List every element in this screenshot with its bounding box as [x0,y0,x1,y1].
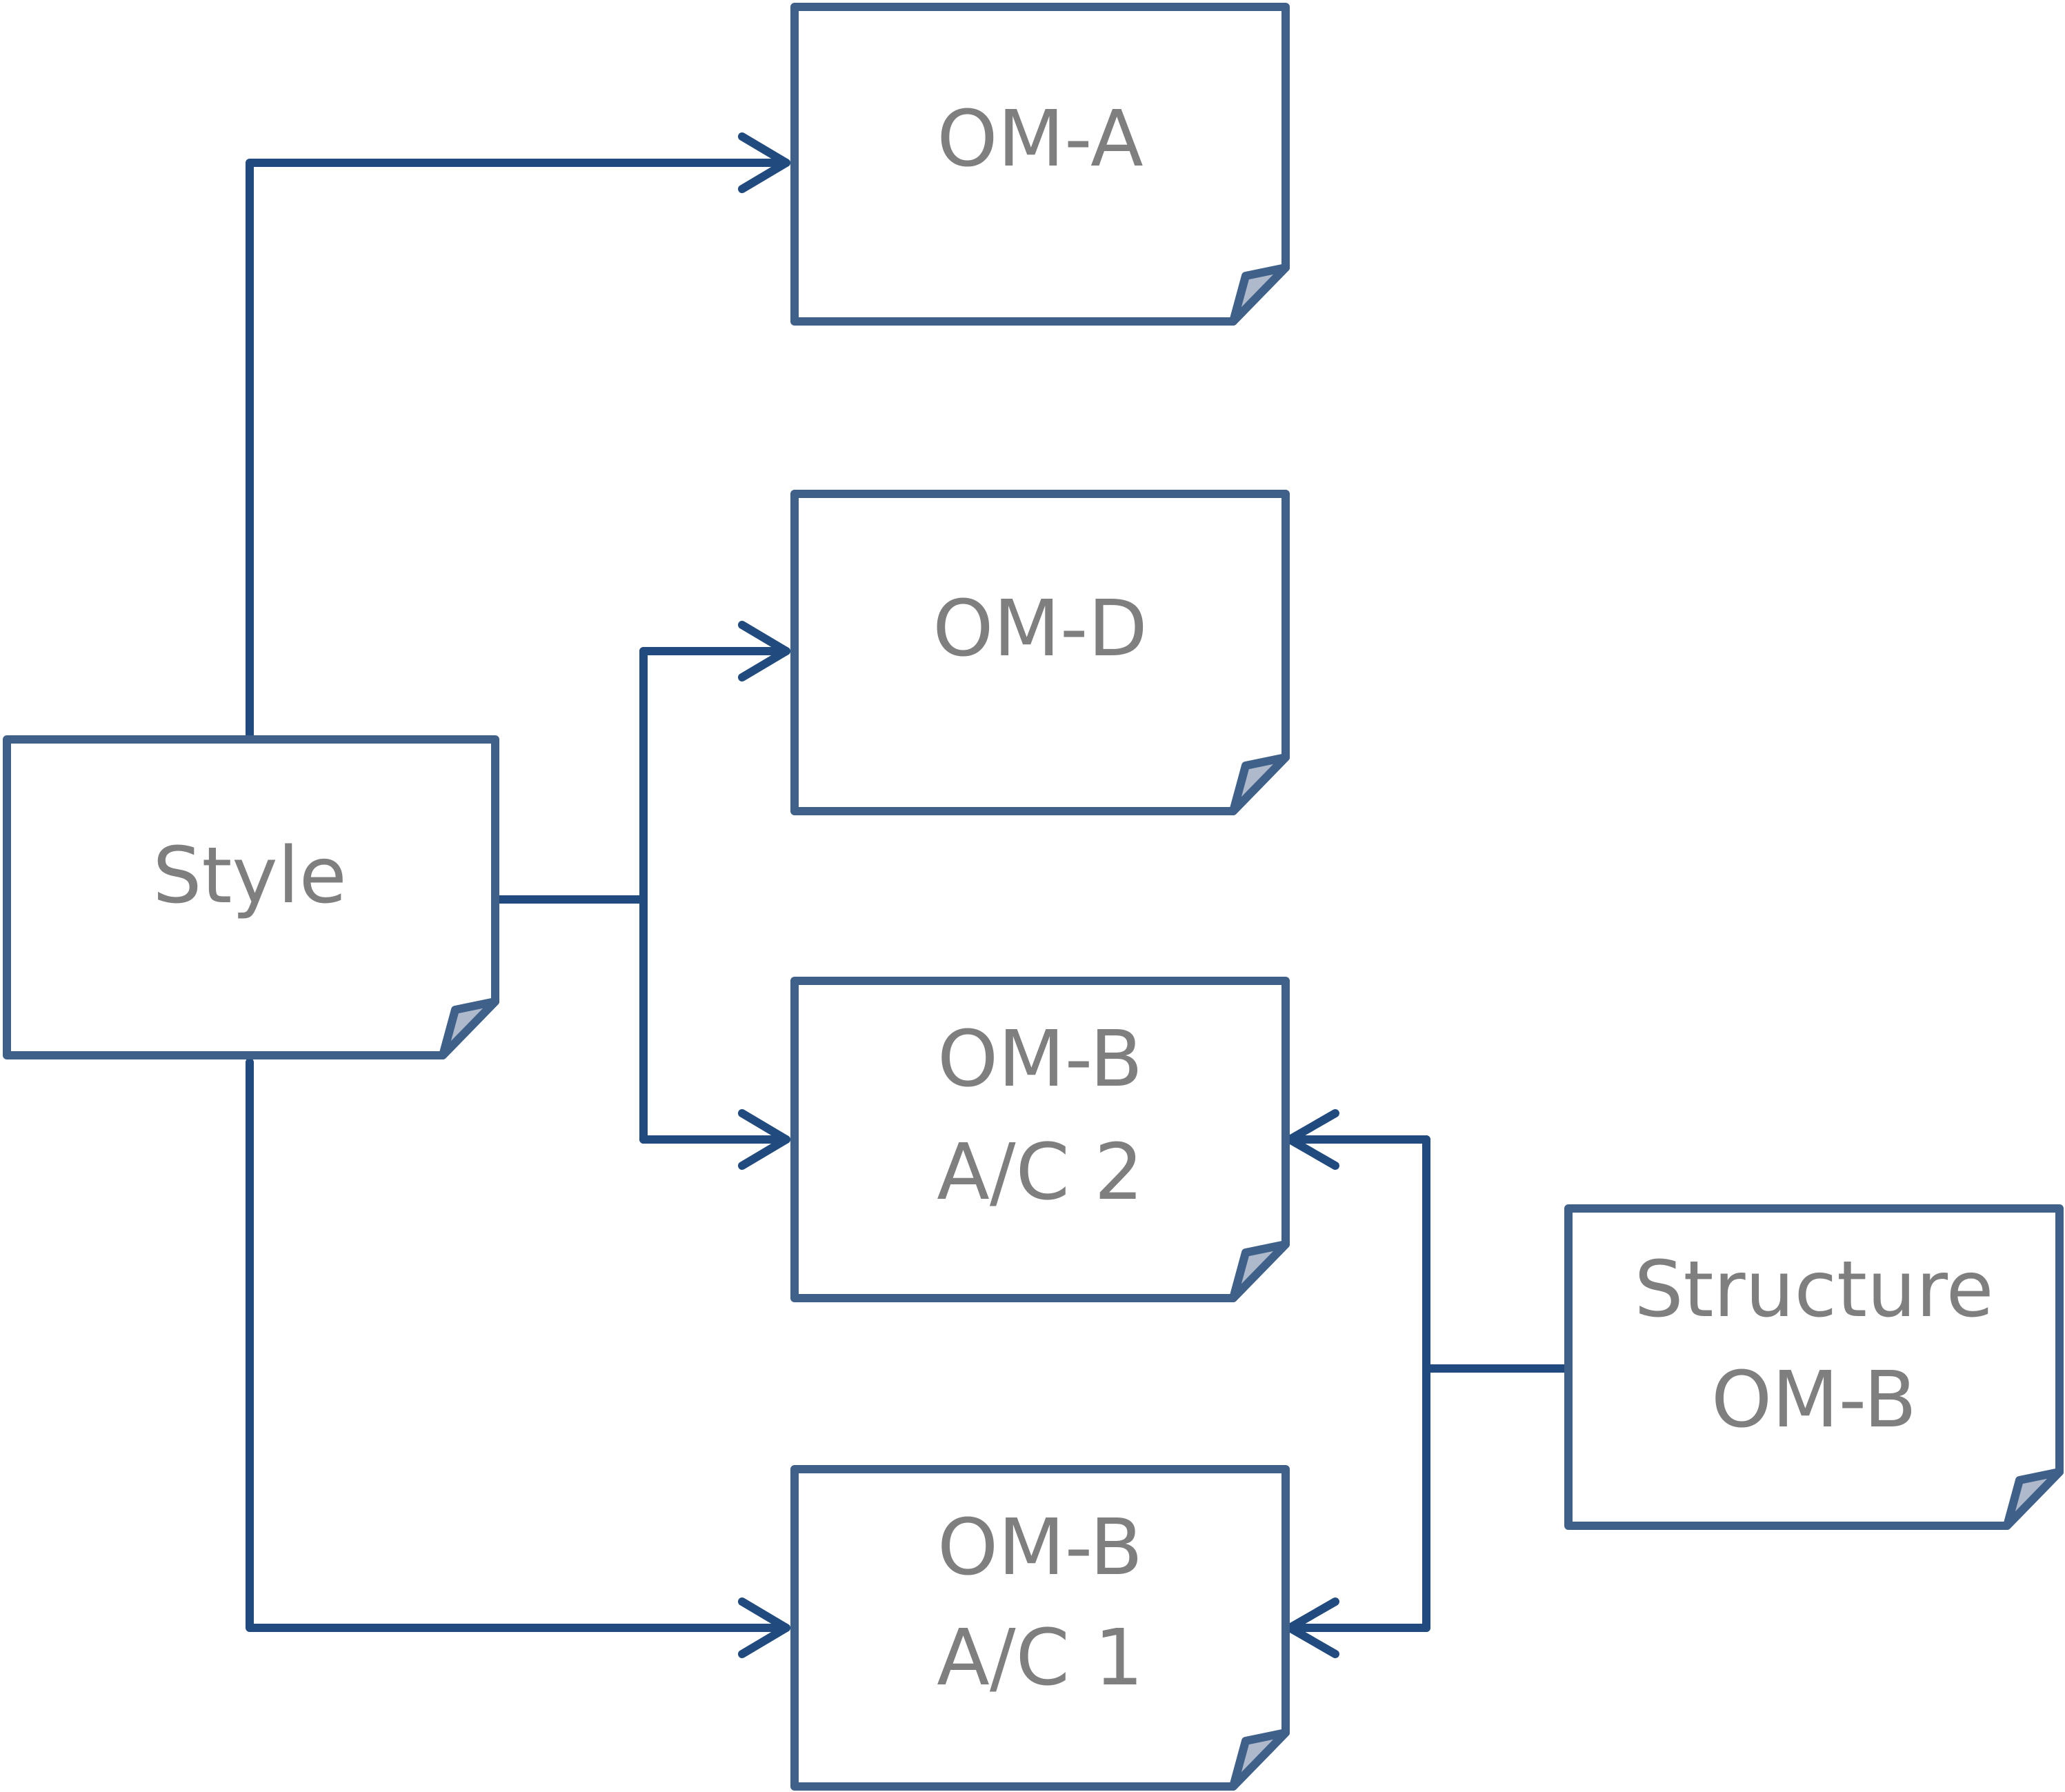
node-om-d: OM-D [790,490,1290,815]
node-label: OM-B [937,1503,1143,1593]
node-label: Style [152,831,346,921]
edge-style-to-om-d [639,621,790,681]
node-label: Structure [1634,1245,1993,1335]
node-style: Style [3,735,499,1059]
edge-style-to-om-a [246,132,790,744]
edge-style-bus [491,647,648,1144]
edge-structure-bus [1422,1135,1570,1632]
node-om-a: OM-A [790,3,1290,326]
node-label: OM-D [932,584,1147,674]
edge-style-to-om-b-ac2 [639,1109,790,1170]
edge-style-to-om-b-ac1 [246,1058,790,1658]
edge-structure-to-om-b-ac1 [1286,1597,1430,1658]
node-label: A/C 1 [937,1613,1143,1703]
edge-structure-to-om-b-ac2 [1286,1109,1430,1170]
node-om-b-ac1: OM-B A/C 1 [790,1465,1290,1791]
node-label: OM-B [937,1015,1143,1104]
node-om-b-ac2: OM-B A/C 2 [790,977,1290,1302]
arrowhead [738,1109,790,1170]
arrowhead [738,621,790,681]
arrowhead [738,1597,790,1658]
arrowhead [738,132,790,193]
node-structure-om-b: Structure OM-B [1564,1204,2064,1530]
node-label: OM-A [937,94,1143,184]
node-label: A/C 2 [937,1128,1143,1217]
node-label: OM-B [1711,1355,1917,1445]
